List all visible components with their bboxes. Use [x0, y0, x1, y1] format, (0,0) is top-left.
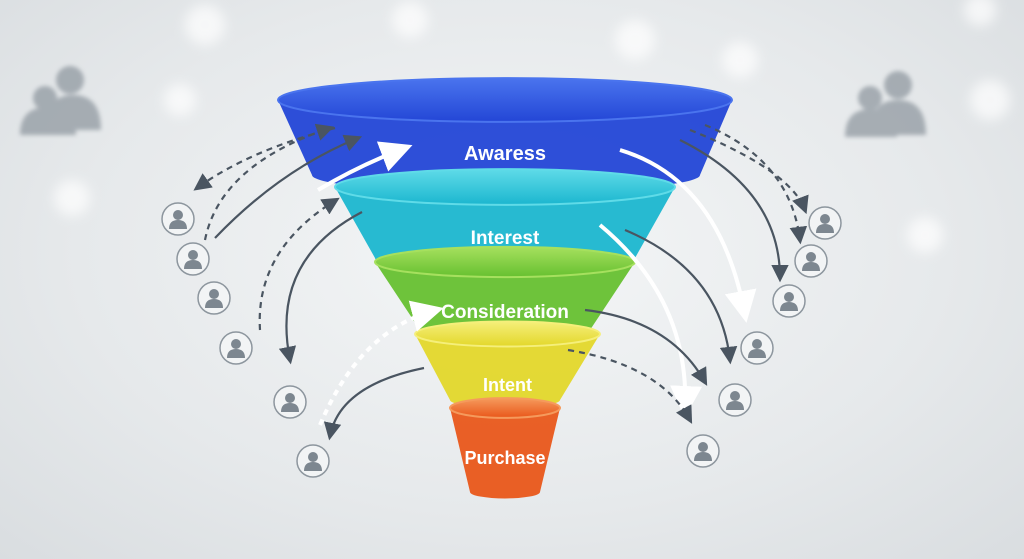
flow-arrow	[624, 228, 738, 365]
flow-arrows	[193, 123, 809, 441]
flow-arrow	[193, 126, 336, 191]
flow-arrow	[323, 366, 425, 441]
customers	[161, 202, 842, 478]
stage-label: Awaress	[464, 143, 546, 165]
person-icon	[296, 444, 330, 478]
flow-arrow	[598, 223, 703, 418]
user-group-icon	[20, 66, 101, 135]
stage-label: Intent	[483, 375, 532, 395]
background-bokeh	[54, 0, 1010, 253]
stage-label: Purchase	[464, 448, 545, 468]
stage-label: Consideration	[441, 302, 569, 323]
funnel: AwaressInterestConsiderationIntentPurcha…	[277, 77, 733, 499]
person-icon	[219, 331, 253, 365]
user-group-icon	[845, 71, 926, 137]
person-icon	[686, 434, 720, 468]
flow-arrow	[316, 141, 413, 192]
person-icon	[176, 242, 210, 276]
person-icon	[197, 281, 231, 315]
flow-arrow	[679, 139, 789, 283]
person-icon	[740, 331, 774, 365]
flow-arrow	[584, 308, 708, 386]
person-icon	[772, 284, 806, 318]
funnel-stage-purchase: Purchase	[449, 397, 561, 499]
flow-arrow	[704, 123, 808, 245]
funnel-stage-intent: Intent	[414, 320, 601, 408]
flow-arrow	[318, 300, 444, 426]
person-icon	[718, 383, 752, 417]
flow-arrow	[567, 348, 693, 424]
person-icon	[794, 244, 828, 278]
flow-arrow	[689, 128, 809, 215]
person-icon	[808, 206, 842, 240]
flow-arrow	[619, 148, 757, 323]
stage-label: Interest	[471, 228, 540, 249]
person-icon	[273, 385, 307, 419]
flow-arrow	[214, 134, 363, 239]
flow-arrow	[258, 197, 340, 331]
person-icon	[161, 202, 195, 236]
flow-arrow	[278, 211, 363, 365]
flow-arrow	[203, 123, 335, 241]
